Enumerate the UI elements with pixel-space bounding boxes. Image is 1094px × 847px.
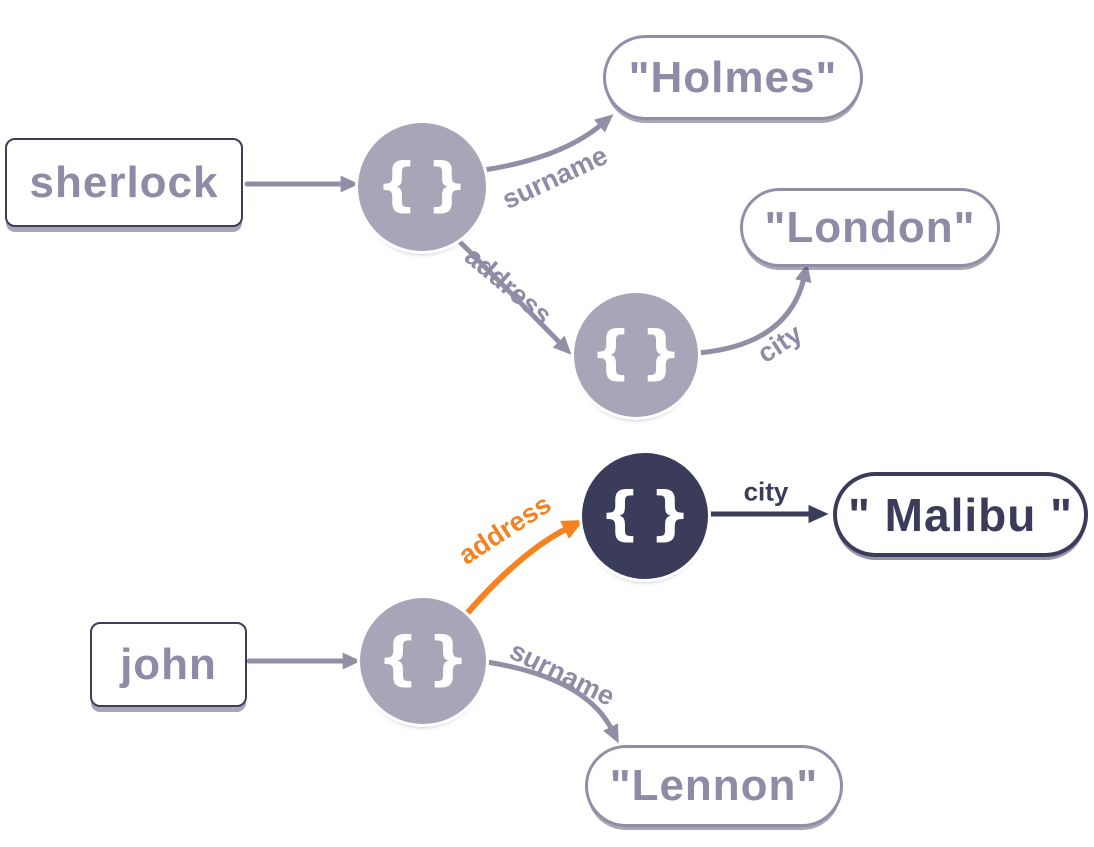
edge-label-city-sherlock: city	[752, 318, 808, 369]
edge-label-address-sherlock: address	[459, 240, 558, 331]
object-braces-glyph: {}	[377, 624, 478, 692]
malibu-value-label: " Malibu "	[848, 488, 1073, 541]
sherlock-key-label: sherlock	[29, 157, 219, 207]
object-braces-glyph: {}	[590, 318, 691, 386]
node-sherlock-key: sherlock	[5, 138, 243, 227]
node-sherlock-object: {}	[358, 123, 486, 251]
node-john-object: {}	[360, 598, 486, 724]
node-john-key: john	[90, 622, 247, 707]
node-sherlock-address-object: {}	[574, 293, 698, 417]
node-london-value: "London"	[740, 188, 1000, 267]
edge-label-address-john-highlighted: address	[453, 488, 557, 571]
node-holmes-value: "Holmes"	[603, 35, 863, 120]
node-malibu-value-highlighted: " Malibu "	[833, 472, 1088, 557]
object-braces-glyph: {}	[599, 479, 700, 547]
edge-label-surname-john: surname	[505, 635, 620, 712]
john-key-label: john	[120, 639, 217, 689]
london-value-label: "London"	[764, 202, 976, 252]
edge-label-surname-sherlock: surname	[497, 140, 613, 215]
node-john-address-object-highlighted: {}	[582, 453, 708, 579]
lennon-value-label: "Lennon"	[609, 761, 819, 810]
object-braces-glyph: {}	[376, 150, 477, 218]
holmes-value-label: "Holmes"	[628, 52, 838, 102]
edge-label-city-john: city	[743, 476, 789, 507]
node-lennon-value: "Lennon"	[585, 745, 843, 827]
